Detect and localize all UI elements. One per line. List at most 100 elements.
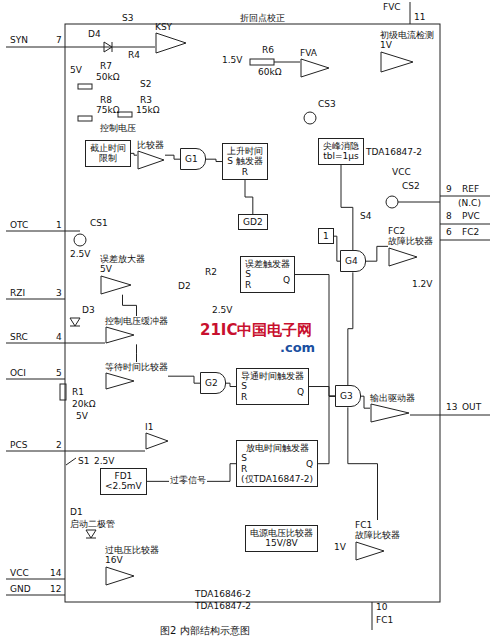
component-label: FC1 bbox=[376, 616, 393, 626]
component-label: CS3 bbox=[318, 100, 336, 110]
logic-gate: G1 bbox=[180, 148, 206, 170]
current-source bbox=[74, 234, 86, 246]
block-text: Q bbox=[297, 387, 304, 397]
signal-wire bbox=[366, 246, 388, 261]
function-box: GD2 bbox=[238, 214, 268, 230]
component-label: PCS bbox=[10, 441, 27, 451]
component-label: 20kΩ bbox=[72, 400, 96, 410]
resistor-symbol bbox=[78, 116, 92, 121]
component-label: D4 bbox=[88, 30, 101, 40]
component-label: 1.5V bbox=[222, 56, 242, 66]
flip-flop-block: 误差触发器SRQ bbox=[240, 256, 295, 293]
block-text: G4 bbox=[345, 256, 358, 266]
block-text: R bbox=[245, 280, 251, 290]
signal-wire bbox=[348, 407, 378, 520]
block-text: (仅TDA16847-2) bbox=[241, 474, 313, 484]
function-box: 上升时间S 触发器R bbox=[222, 143, 268, 180]
component-label: 11 bbox=[414, 13, 425, 23]
component-label: D3 bbox=[82, 306, 95, 316]
amplifier-symbol bbox=[155, 32, 187, 54]
component-label: 2.5V bbox=[70, 250, 90, 260]
component-label: S3 bbox=[122, 14, 133, 24]
amplifier-triangle bbox=[146, 433, 168, 449]
block-text: FC1 bbox=[355, 520, 400, 530]
component-label: 2.5V bbox=[94, 457, 114, 467]
component-label: 75kΩ bbox=[96, 106, 120, 116]
block-text: GD2 bbox=[243, 217, 263, 227]
amplifier-triangle bbox=[106, 373, 134, 389]
component-label: R6 bbox=[262, 46, 274, 56]
amplifier-symbol bbox=[105, 372, 135, 390]
component-label: OUT bbox=[462, 403, 481, 413]
signal-wire bbox=[309, 387, 335, 397]
component-label: OCI bbox=[10, 369, 26, 379]
amplifier-block: FVA bbox=[300, 48, 330, 78]
amplifier-block: 初级电流检测1V bbox=[380, 30, 434, 73]
block-text: Q bbox=[283, 275, 290, 285]
logic-gate: G3 bbox=[335, 385, 361, 407]
component-label: 7 bbox=[56, 36, 62, 46]
block-text: R bbox=[241, 392, 247, 402]
amplifier-symbol bbox=[100, 275, 132, 295]
amplifier-triangle bbox=[138, 151, 164, 169]
component-label: 2 bbox=[56, 441, 62, 451]
block-text: 故障比较器 bbox=[355, 530, 400, 540]
block-text: 5V bbox=[100, 264, 145, 274]
amplifier-triangle bbox=[106, 567, 134, 585]
logic-gate: G4 bbox=[340, 250, 366, 272]
component-label: VCC bbox=[392, 168, 411, 178]
block-text: Q bbox=[306, 459, 313, 469]
function-box: 1 bbox=[318, 228, 334, 244]
amplifier-triangle bbox=[156, 33, 186, 53]
component-label: GND bbox=[10, 585, 31, 595]
block-text: 16V bbox=[105, 555, 159, 565]
amplifier-block: 控制电压缓冲器 bbox=[105, 316, 168, 344]
component-label: R1 bbox=[72, 388, 84, 398]
component-label: FVC bbox=[383, 3, 401, 13]
component-label: 8 bbox=[446, 212, 452, 222]
block-text: R bbox=[227, 167, 263, 177]
figure-caption: 图2 内部结构示意图 bbox=[160, 624, 250, 638]
component-label: R2 bbox=[205, 268, 217, 278]
component-label: D1 bbox=[70, 508, 83, 518]
block-text: 15V/8V bbox=[250, 538, 313, 548]
block-text: S bbox=[241, 381, 247, 391]
component-label: (N.C) bbox=[458, 199, 481, 209]
amplifier-symbol bbox=[137, 150, 165, 170]
block-text: 误差触发器 bbox=[245, 259, 290, 269]
signal-wire bbox=[361, 396, 370, 408]
block-text: FVA bbox=[300, 48, 317, 58]
component-label: R3 bbox=[140, 96, 152, 106]
amplifier-block: FC2故障比较器 bbox=[388, 226, 433, 267]
function-box: 电源电压比较器15V/8V bbox=[245, 525, 318, 552]
signal-wire bbox=[318, 396, 335, 464]
amplifier-triangle bbox=[381, 52, 413, 72]
component-label: CS1 bbox=[90, 219, 108, 229]
block-text: 1 bbox=[323, 231, 329, 241]
component-label: 9 bbox=[446, 185, 452, 195]
component-label: 5V bbox=[70, 66, 82, 76]
amplifier-triangle bbox=[101, 276, 131, 294]
switch-symbol bbox=[66, 458, 76, 465]
block-text: I1 bbox=[145, 422, 153, 432]
pin-lines bbox=[6, 2, 490, 630]
resistor-symbol bbox=[250, 59, 274, 65]
component-label: 1.2V bbox=[412, 280, 432, 290]
flip-flop-block: 导通时间触发器SRQ bbox=[236, 368, 309, 405]
diode-symbol bbox=[86, 530, 96, 538]
component-label: TDA16846-2 bbox=[195, 590, 251, 600]
amplifier-triangle bbox=[301, 59, 329, 77]
block-text: 截止时间 bbox=[90, 143, 126, 153]
signal-wire bbox=[136, 344, 137, 362]
component-label: S1 bbox=[78, 457, 89, 467]
signal-wire bbox=[245, 180, 253, 214]
amplifier-symbol bbox=[355, 541, 385, 561]
component-label: 启动二极管 bbox=[70, 520, 115, 530]
diode-symbol bbox=[70, 318, 80, 326]
component-label: 控制电压 bbox=[100, 124, 136, 134]
block-text: 初级电流检测 bbox=[380, 30, 434, 40]
component-label: 14 bbox=[50, 569, 61, 579]
component-label: TDA16847-2 bbox=[195, 602, 251, 612]
block-text: R bbox=[241, 464, 247, 474]
block-text: 放电时间触发器 bbox=[241, 443, 313, 453]
